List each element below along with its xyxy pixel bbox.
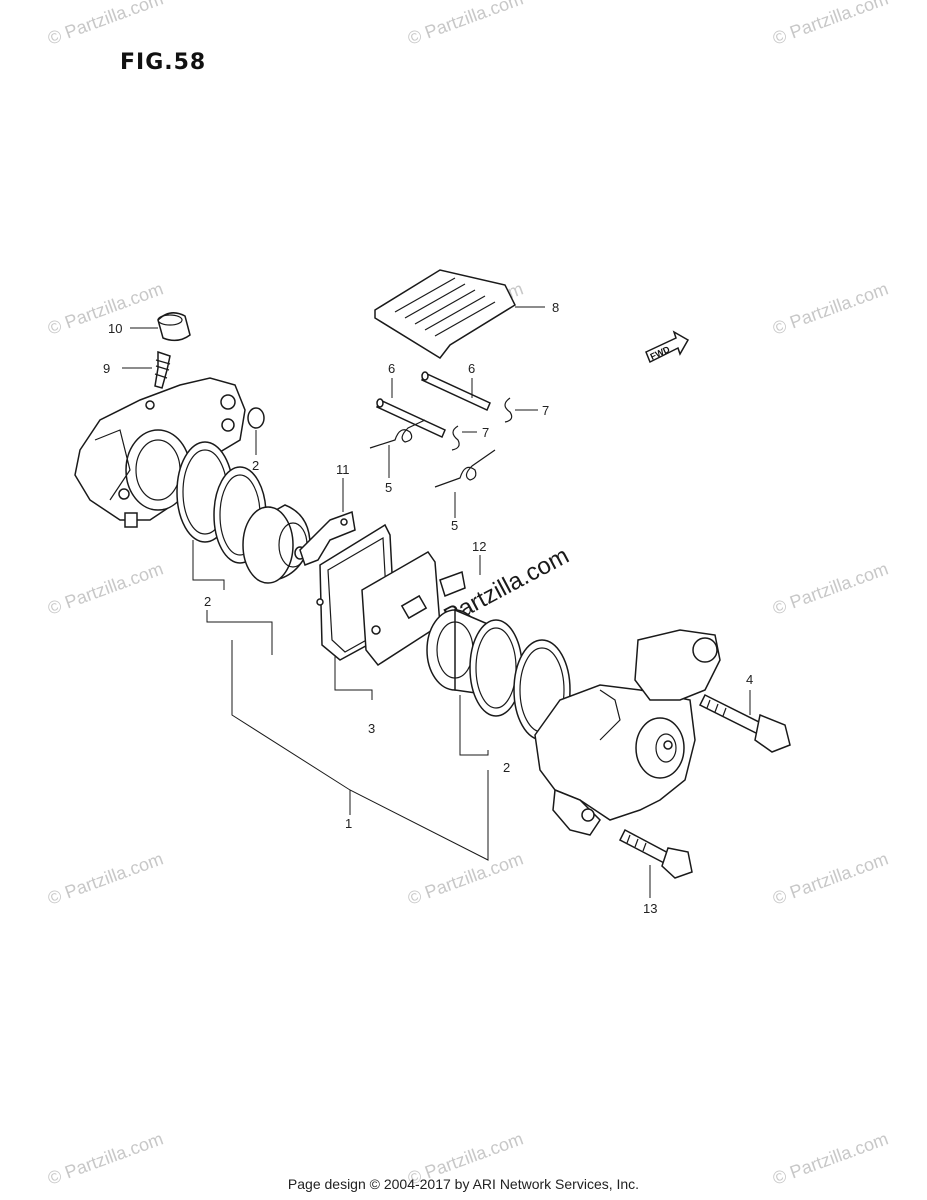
pin-clip — [451, 425, 460, 451]
piston-left — [242, 504, 311, 584]
callout-6: 6 — [468, 361, 475, 376]
leader-lines — [122, 306, 751, 898]
callout-13: 13 — [643, 901, 657, 916]
callout-7: 7 — [542, 403, 549, 418]
pad-pin — [376, 398, 446, 439]
callout-11: 11 — [336, 462, 350, 477]
bleeder-cap — [157, 312, 191, 342]
callout-labels: 10 9 2 2 8 6 6 7 7 5 5 11 12 3 2 4 1 13 — [103, 300, 753, 916]
caliper-body-right — [534, 629, 721, 836]
callout-12: 12 — [472, 539, 486, 554]
pad-pin — [421, 371, 491, 412]
caliper-body-left — [74, 377, 246, 528]
pad-shim — [299, 510, 356, 566]
mounting-bolt — [618, 828, 693, 879]
callout-5: 5 — [451, 518, 458, 533]
callout-3: 3 — [368, 721, 375, 736]
brake-pad-right — [361, 551, 441, 666]
callout-2: 2 — [503, 760, 510, 775]
small-seal — [247, 407, 265, 429]
callout-4: 4 — [746, 672, 753, 687]
bleeder-valve — [154, 350, 171, 389]
caliper-bolt — [698, 693, 791, 753]
callout-2: 2 — [252, 458, 259, 473]
callout-7: 7 — [482, 425, 489, 440]
callout-2: 2 — [204, 594, 211, 609]
callout-8: 8 — [552, 300, 559, 315]
footer-copyright: Page design © 2004-2017 by ARI Network S… — [287, 1176, 640, 1192]
shim-hole — [340, 518, 348, 526]
figure-title: FIG.58 — [120, 50, 207, 75]
pin-clip — [504, 397, 513, 423]
callout-1: 1 — [345, 816, 352, 831]
callout-5: 5 — [385, 480, 392, 495]
callout-9: 9 — [103, 361, 110, 376]
pad-spring-clip — [369, 419, 426, 449]
callout-10: 10 — [108, 321, 122, 336]
callout-6: 6 — [388, 361, 395, 376]
forward-arrow: FWD — [645, 330, 690, 364]
pad-spring-clip — [434, 449, 496, 488]
pad-spring — [374, 269, 516, 359]
pad-shim-right — [439, 570, 466, 597]
